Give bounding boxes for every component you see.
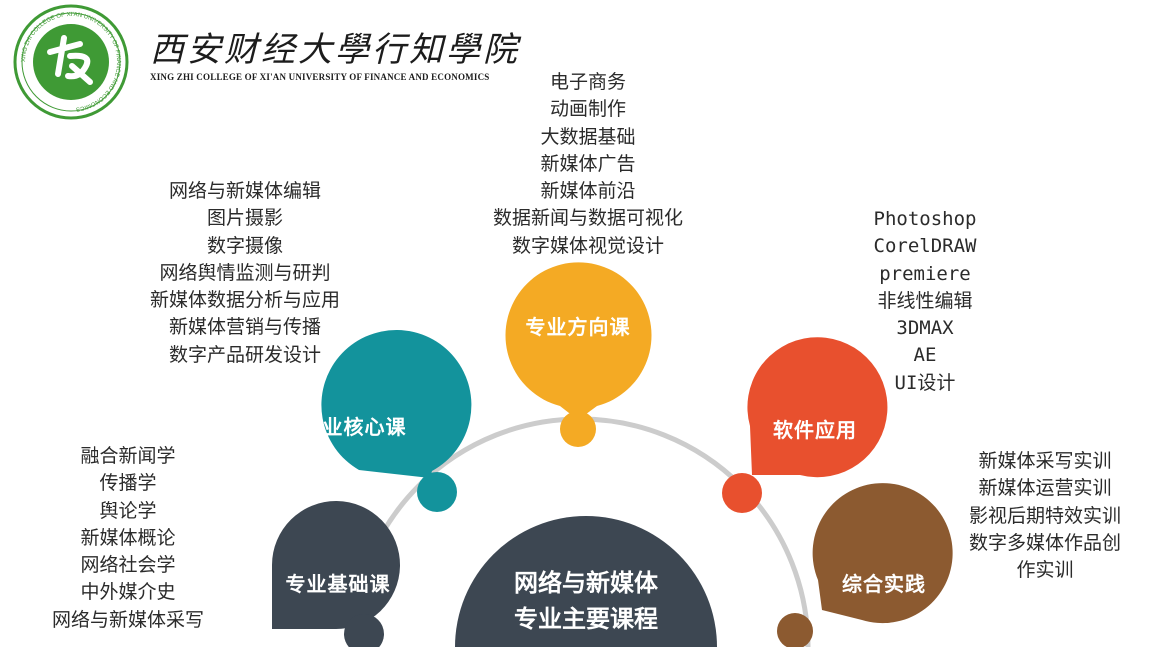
software-label: 软件应用: [773, 418, 857, 442]
course-item: 数字媒体视觉设计: [511, 234, 664, 257]
course-item: 新媒体前沿: [540, 180, 636, 203]
course-item: 大数据基础: [540, 125, 636, 148]
practice-course-list: 新媒体采写实训 新媒体运营实训 影视后期特效实训 数字多媒体作品创 作实训: [950, 448, 1140, 584]
software-course-list: Photoshop CorelDRAW premiere 非线性编辑 3DMAX…: [840, 206, 1010, 397]
course-item: premiere: [879, 262, 971, 285]
foundation-node: [344, 614, 384, 647]
course-item: 新媒体概论: [80, 526, 176, 549]
course-item: 数字摄像: [206, 234, 283, 257]
direction-course-list: 电子商务 动画制作 大数据基础 新媒体广告 新媒体前沿 数据新闻与数据可视化 数…: [460, 69, 716, 260]
center-title-line1: 网络与新媒体: [514, 569, 658, 597]
practice-label: 综合实践: [842, 572, 926, 596]
course-item: 影视后期特效实训: [968, 504, 1121, 527]
center-title-line2: 专业主要课程: [514, 605, 658, 633]
course-item: 数字多媒体作品创: [968, 531, 1121, 554]
course-item: 融合新闻学: [80, 445, 176, 467]
direction-label: 专业方向课: [525, 315, 631, 339]
foundation-bubble: [272, 501, 400, 630]
center-semicircle: [455, 516, 717, 647]
school-name-en: XING ZHI COLLEGE OF XI'AN UNIVERSITY OF …: [150, 72, 490, 82]
course-item: 网络社会学: [80, 554, 176, 577]
practice-node: [777, 613, 813, 647]
course-item: 新媒体采写实训: [978, 450, 1112, 472]
course-item: 新媒体广告: [540, 152, 636, 175]
course-item: UI设计: [894, 371, 956, 394]
course-item: AE: [913, 344, 937, 367]
course-item: 新媒体数据分析与应用: [149, 289, 340, 312]
core-label: 专业核心课: [301, 415, 407, 439]
course-item: 网络舆情监测与研判: [159, 261, 331, 284]
course-item: 动画制作: [549, 98, 626, 121]
course-item: Photoshop: [873, 208, 977, 230]
course-item: 数据新闻与数据可视化: [492, 207, 683, 230]
course-item: 电子商务: [549, 71, 626, 93]
course-item: 非线性编辑: [877, 289, 973, 312]
course-item: 3DMAX: [896, 317, 954, 340]
foundation-label: 专业基础课: [285, 572, 391, 596]
course-item: 新媒体营销与传播: [168, 316, 321, 339]
software-node: [722, 473, 762, 513]
course-item: 网络与新媒体编辑: [168, 180, 321, 202]
course-item: 传播学: [99, 472, 157, 495]
course-item: 作实训: [1016, 559, 1074, 582]
course-item: 中外媒介史: [80, 581, 176, 604]
software-bubble: [747, 337, 888, 478]
core-node: [417, 472, 457, 512]
foundation-course-list: 融合新闻学 传播学 舆论学 新媒体概论 网络社会学 中外媒介史 网络与新媒体采写: [28, 443, 228, 634]
course-item: 网络与新媒体采写: [51, 608, 204, 631]
direction-bubble: [505, 262, 652, 420]
core-bubble: [321, 329, 472, 478]
course-item: 数字产品研发设计: [168, 343, 321, 366]
core-course-list: 网络与新媒体编辑 图片摄影 数字摄像 网络舆情监测与研判 新媒体数据分析与应用 …: [112, 178, 378, 369]
direction-node: [560, 411, 596, 447]
course-item: 图片摄影: [206, 207, 283, 230]
practice-bubble: [812, 483, 953, 624]
course-item: 新媒体运营实训: [978, 477, 1112, 500]
course-item: CorelDRAW: [873, 235, 977, 258]
school-name-cn: 西安财经大學行知學院: [150, 30, 520, 70]
course-item: 舆论学: [99, 499, 157, 522]
college-emblem: XING ZHI COLLEGE OF XI'AN UNIVERSITY OF …: [13, 4, 129, 120]
